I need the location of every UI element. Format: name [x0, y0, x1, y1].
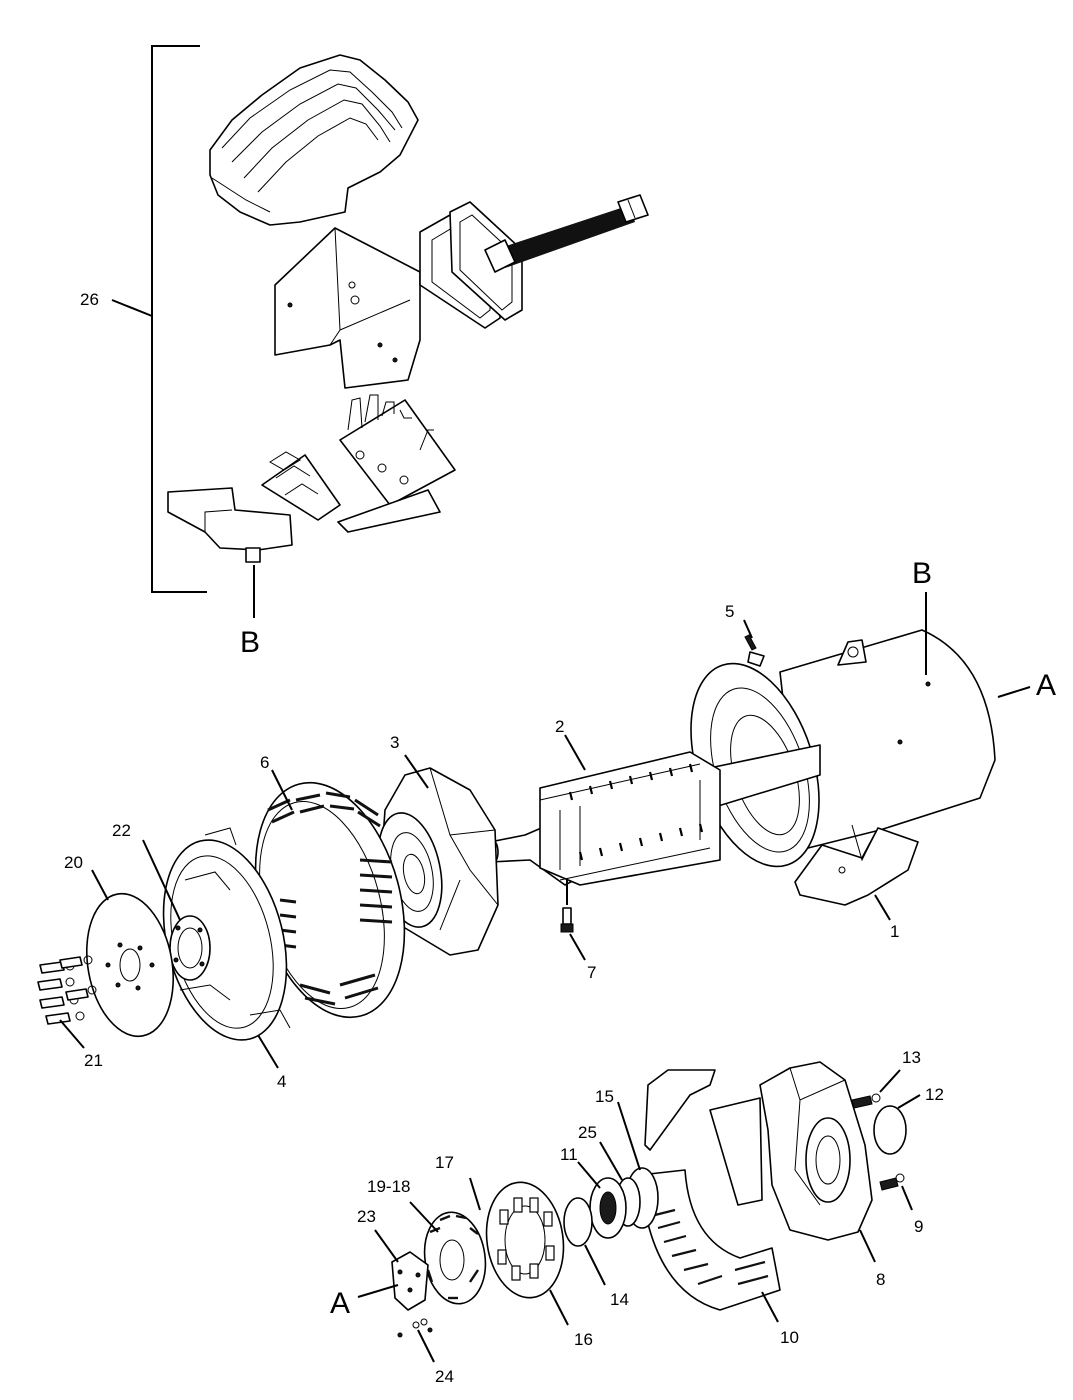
ref-b-right: B: [912, 557, 932, 590]
callout-14: 14: [610, 1290, 629, 1309]
callout-17: 17: [435, 1153, 454, 1172]
screw-13: [851, 1093, 881, 1109]
screw-9: [879, 1173, 905, 1191]
callout-23: 23: [357, 1207, 376, 1226]
leader-10: [761, 1291, 779, 1323]
access-plate-gasket: [419, 201, 523, 329]
screen-shroud-10: [639, 1069, 781, 1311]
leader-23: [374, 1229, 399, 1263]
leader-16: [549, 1289, 569, 1326]
leader-11: [577, 1161, 601, 1189]
conduit-tube: [484, 194, 649, 273]
assembly-bracket: [151, 45, 207, 593]
callout-1: 1: [890, 922, 899, 941]
leader-17: [469, 1177, 481, 1211]
leader-13: [879, 1069, 901, 1093]
callout-15: 15: [595, 1087, 614, 1106]
callout-5: 5: [725, 602, 734, 621]
leader-19-18: [409, 1201, 439, 1233]
end-housing-4: [162, 827, 291, 1041]
leader-6: [271, 769, 293, 811]
leader-a-bottom: [357, 1284, 399, 1298]
callout-3: 3: [390, 733, 399, 752]
leader-15: [617, 1101, 641, 1171]
callout-25: 25: [578, 1123, 597, 1142]
ref-a-right: A: [1036, 669, 1056, 702]
bolt-7: [560, 880, 586, 961]
rectifier-plate-23: [391, 1251, 429, 1311]
bolt-5: [743, 619, 765, 667]
leader-4: [257, 1034, 279, 1069]
bearing-11: [589, 1177, 627, 1239]
stator-cage-6: [254, 781, 406, 1019]
wave-ring-14: [563, 1197, 593, 1247]
ref-a-bottom: A: [330, 1287, 350, 1320]
hub-22: [169, 915, 211, 981]
callout-24: 24: [435, 1367, 454, 1386]
callout-7: 7: [587, 963, 596, 982]
main-stator-housing-1: [690, 629, 996, 906]
callout-26: 26: [80, 290, 99, 309]
callout-9: 9: [914, 1217, 923, 1236]
leader-14: [584, 1244, 606, 1286]
leader-3: [404, 754, 429, 789]
callout-22: 22: [112, 821, 131, 840]
callout-21: 21: [84, 1051, 103, 1070]
callout-16: 16: [574, 1330, 593, 1349]
callout-10: 10: [780, 1328, 799, 1347]
ref-b-top: B: [240, 626, 260, 659]
cover-plate-12: [873, 1105, 907, 1155]
terminal-box-assembly-26: [111, 45, 649, 618]
leader-20: [91, 869, 109, 901]
callout-20: 20: [64, 853, 83, 872]
terminal-blocks: [261, 394, 456, 533]
flex-plate-20: [85, 892, 175, 1038]
callout-11: 11: [560, 1145, 578, 1164]
callout-labels: 26 B B A A 5 2 3 6 22 20 1 7 21 4 13 12 …: [64, 290, 1056, 1386]
leader-9: [901, 1185, 913, 1211]
leader-1: [874, 894, 891, 921]
leader-24: [417, 1329, 435, 1363]
bolts-21: [37, 955, 97, 1025]
callout-12: 12: [925, 1085, 944, 1104]
callout-13: 13: [902, 1048, 921, 1067]
callout-4: 4: [277, 1072, 286, 1091]
callout-6: 6: [260, 753, 269, 772]
callout-2: 2: [555, 717, 564, 736]
leader-25: [599, 1141, 623, 1181]
exciter-end-bracket-8: [759, 1061, 873, 1241]
callout-19-18: 19-18: [367, 1177, 410, 1196]
rotor-2: [485, 744, 821, 886]
leader-22: [142, 839, 181, 921]
leader-2: [564, 734, 586, 771]
varistor-24: [397, 1318, 433, 1338]
leader-12: [897, 1094, 921, 1109]
callout-8: 8: [876, 1270, 885, 1289]
terminal-box-bottom-tray: [167, 487, 293, 563]
leader-8: [859, 1229, 876, 1263]
leader-26: [111, 299, 153, 317]
leader-a-right: [997, 686, 1031, 698]
exciter-stator-16: [485, 1181, 565, 1299]
terminal-box-hood: [209, 54, 419, 226]
leader-21: [59, 1019, 85, 1049]
terminal-box-frame: [274, 227, 421, 389]
exciter-rotor-19-18: [423, 1211, 487, 1305]
